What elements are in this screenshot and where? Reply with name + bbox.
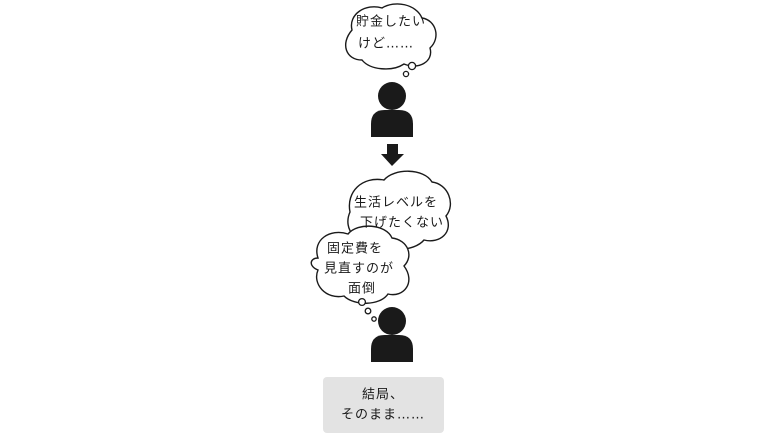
thought-dot (402, 70, 410, 78)
thought-bubble-left-line1: 固定費を (327, 242, 383, 257)
thought-dot (407, 61, 417, 71)
thought-bubble-top: 貯金したい けど…… (344, 3, 437, 78)
thought-dot (357, 297, 367, 307)
thought-dot (371, 316, 377, 322)
thought-bubble-top-cloud (344, 3, 437, 70)
thought-bubble-lower-cloud-left (310, 225, 410, 304)
result-box-line2: そのまま…… (341, 408, 425, 423)
thought-bubble-left-line2: 見直すのが (324, 262, 394, 277)
thought-bubble-left-line3: 面倒 (348, 282, 376, 297)
thought-bubble-top-line2: けど…… (358, 37, 414, 52)
person-silhouette-icon (371, 307, 413, 362)
result-box: 結局、 そのまま…… (323, 377, 444, 433)
person-silhouette-icon (371, 82, 413, 137)
arrow-down-icon (381, 144, 404, 166)
thought-bubble-lower: 生活レベルを 下げたくない 固定費を 見直すのが 面倒 (310, 170, 451, 322)
result-box-background (323, 377, 444, 433)
result-box-line1: 結局、 (362, 388, 404, 403)
thought-bubble-right-line1: 生活レベルを (354, 196, 438, 211)
thought-bubble-right-line2: 下げたくない (360, 216, 444, 231)
thought-dot (364, 307, 372, 315)
thought-bubble-top-line1: 貯金したい (356, 14, 426, 30)
